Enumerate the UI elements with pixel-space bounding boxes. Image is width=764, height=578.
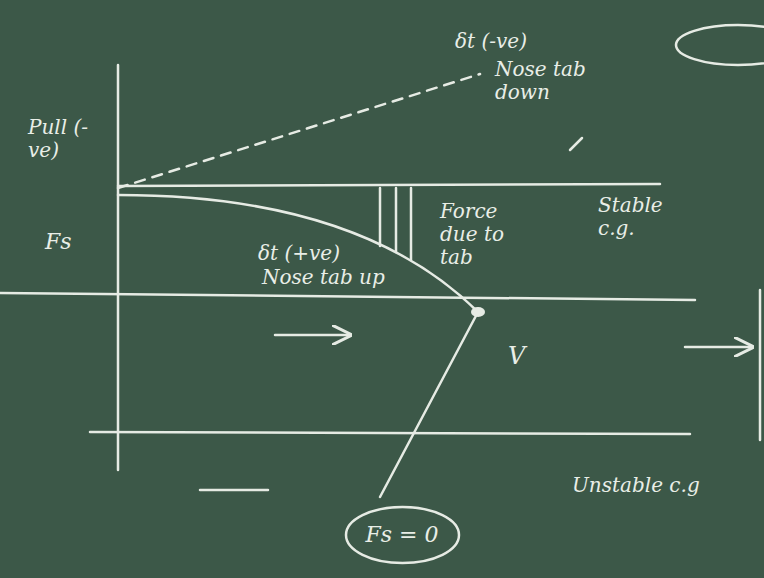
tab-angle-label: δt (-ve)	[455, 30, 527, 53]
board-edge	[759, 290, 762, 440]
direction-arrow	[685, 346, 752, 349]
axis-label: Pull (-ve)	[28, 116, 90, 162]
cg-label: Unstable c.g	[572, 474, 700, 497]
oval-mark	[676, 25, 764, 65]
hatch-line	[410, 188, 413, 260]
circle-outline	[346, 507, 459, 563]
axis-label: V	[508, 345, 525, 368]
trim-point	[471, 307, 485, 317]
cg-label: Stable c.g.	[598, 194, 680, 240]
unstable-trend-line	[380, 312, 478, 497]
axis-label: Fs	[45, 230, 72, 253]
dash-mark	[200, 489, 268, 492]
unstable-line	[90, 432, 690, 434]
hatch-line	[379, 188, 382, 246]
tab-up-curve	[118, 195, 478, 312]
stable-line	[118, 184, 660, 186]
tick-mark	[570, 138, 582, 150]
node-text: Fs = 0	[366, 522, 439, 548]
velocity-axis	[0, 293, 695, 300]
tab-direction-label: Nose tab up	[262, 266, 392, 289]
tab-direction-label: Nose tab down	[495, 58, 587, 104]
tab-down-line	[118, 74, 480, 188]
tab-angle-label: δt (+ve)	[258, 242, 340, 265]
direction-arrow	[275, 334, 350, 337]
hatch-line	[395, 188, 398, 252]
annotation: Force due to tab	[440, 200, 532, 269]
circled-note: Fs = 0	[344, 505, 461, 565]
force-axis	[117, 65, 120, 470]
